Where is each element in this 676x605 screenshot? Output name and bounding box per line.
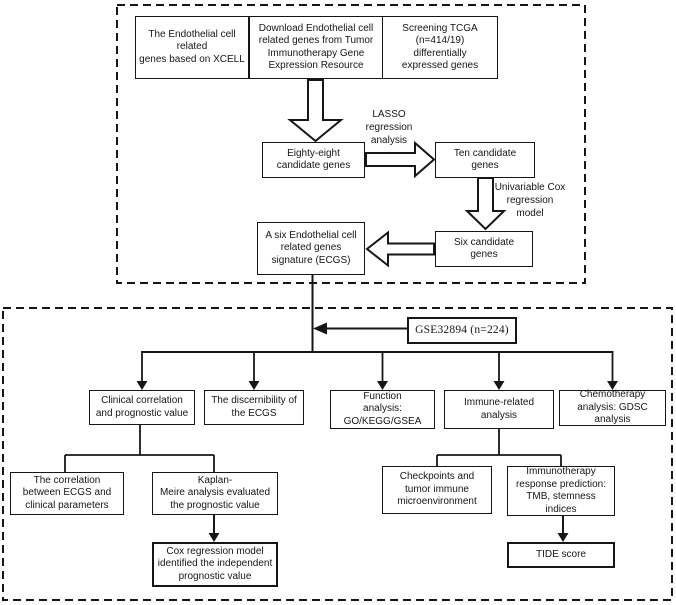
- block-arrow-right-icon: [365, 140, 436, 179]
- arrow-left-icon: [313, 322, 327, 335]
- block-arrow-down-icon: [287, 79, 344, 143]
- arrow-down-icon: [248, 381, 260, 390]
- node-six-genes: Six candidate genes: [435, 231, 533, 267]
- arrow-down-icon: [136, 381, 148, 390]
- node-clinical-correlation: Clinical correlation and prognostic valu…: [89, 390, 195, 425]
- node-ecgs-clinical-parameters: The correlation between ECGS and clinica…: [10, 472, 124, 515]
- node-tiger-download: Download Endothelial cell related genes …: [249, 16, 383, 79]
- node-tide-score: TIDE score: [507, 542, 615, 568]
- node-gse32894-dataset: GSE32894 (n=224): [407, 317, 517, 344]
- validation-panel-border: [2, 307, 673, 601]
- node-ecgs-signature: A six Endothelial cell related genes sig…: [257, 222, 365, 275]
- node-immune-analysis: Immune-related analysis: [444, 390, 554, 429]
- arrow-down-icon: [377, 381, 388, 390]
- label-univariable-cox: Univariable Cox regression model: [494, 182, 566, 219]
- node-checkpoints-tme: Checkpoints and tumor immune microenviro…: [382, 466, 492, 514]
- node-cox-regression: Cox regression model identified the inde…: [152, 542, 278, 587]
- block-arrow-down-icon: [464, 177, 507, 231]
- arrow-down-icon: [208, 533, 220, 542]
- arrow-down-icon: [493, 381, 505, 390]
- label-lasso-regression: LASSO regression analysis: [365, 109, 413, 146]
- arrow-down-icon: [557, 533, 569, 542]
- block-arrow-left-icon: [365, 230, 435, 268]
- node-tcga-screening: Screening TCGA (n=414/19) differentially…: [382, 16, 498, 79]
- node-function-analysis: Function analysis: GO/KEGG/GSEA: [330, 390, 435, 429]
- node-kaplan-meier: Kaplan- Meire analysis evaluated the pro…: [152, 472, 278, 515]
- node-chemotherapy-analysis: Chemotherapy analysis: GDSC analysis: [559, 389, 666, 426]
- node-eighty-eight-genes: Eighty-eight candidate genes: [262, 142, 365, 178]
- arrow-down-icon: [607, 381, 618, 390]
- construction-panel-border: [116, 4, 586, 284]
- node-xcell-genes: The Endothelial cell related genes based…: [135, 16, 249, 79]
- node-discernibility: The discernibility of the ECGS: [204, 390, 304, 425]
- node-ten-genes: Ten candidate genes: [435, 142, 535, 178]
- node-immunotherapy-prediction: Immunotherapy response prediction: TMB, …: [507, 466, 615, 516]
